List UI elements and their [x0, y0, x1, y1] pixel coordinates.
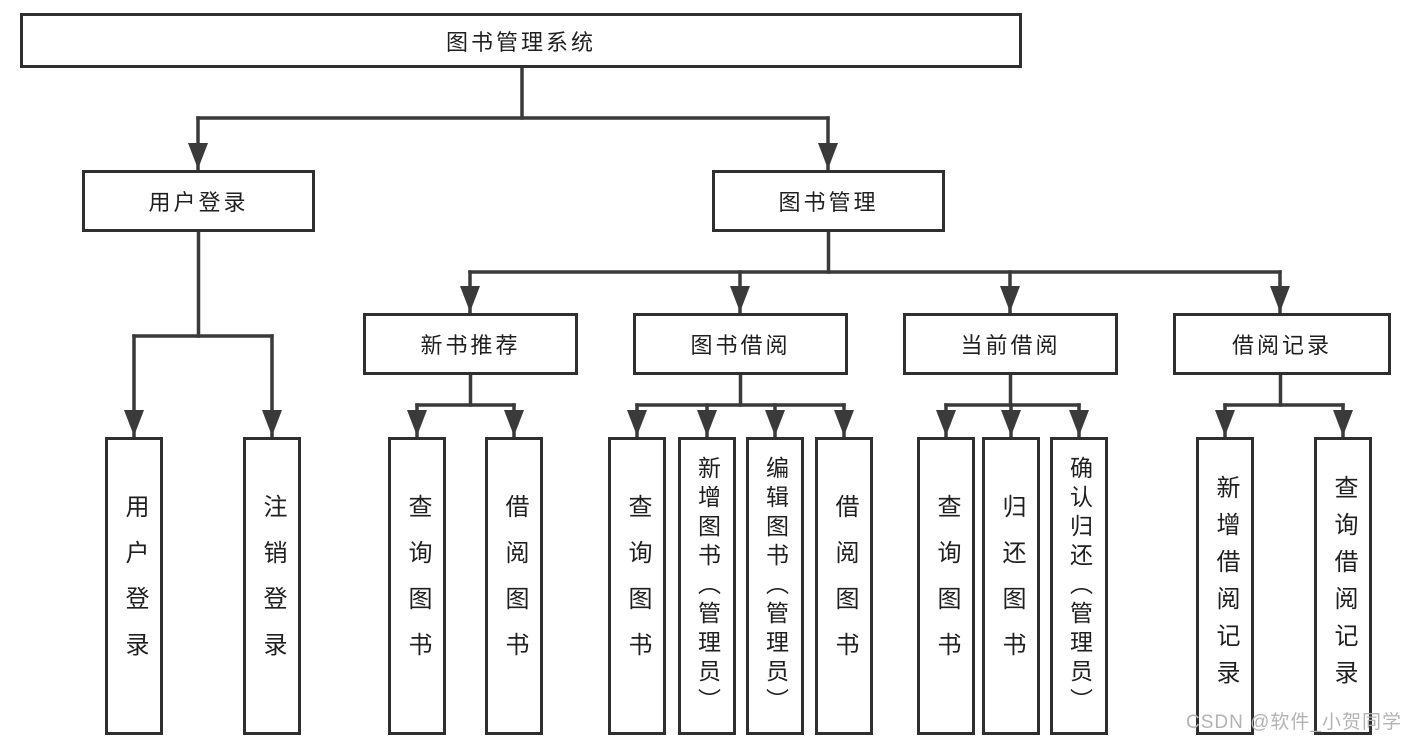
leaf-br-query-record-label: 查询借阅记录: [1330, 475, 1357, 697]
watermark: CSDN @软件_小贺同学: [1186, 712, 1402, 733]
leaf-br-add-record-label: 新增借阅记录: [1212, 475, 1239, 697]
leaf-cb-return-books: 归还图书: [982, 437, 1040, 735]
leaf-bb-query-books: 查询图书: [608, 437, 666, 735]
borrowing-records-node-label: 借阅记录: [1231, 333, 1332, 358]
leaf-br-add-record: 新增借阅记录: [1196, 437, 1254, 735]
book-borrowing-node: 图书借阅: [633, 313, 848, 375]
current-borrowing-node: 当前借阅: [903, 313, 1118, 375]
root-node: 图书管理系统: [20, 13, 1022, 68]
new-books-node-label: 新书推荐: [420, 333, 521, 358]
root-node-label: 图书管理系统: [445, 29, 596, 55]
book-management-node: 图书管理: [712, 170, 945, 232]
leaf-bb-borrow-books-label: 借阅图书: [831, 494, 858, 678]
user-login-node-label: 用户登录: [148, 190, 249, 215]
leaf-logout-label: 注销登录: [259, 494, 286, 678]
leaf-cb-return-books-label: 归还图书: [998, 494, 1025, 678]
user-login-node: 用户登录: [82, 170, 315, 232]
leaf-cb-confirm-return-admin-label: 确认归还（管理员）: [1066, 455, 1093, 717]
leaf-nb-query-books-label: 查询图书: [404, 494, 431, 678]
book-management-node-label: 图书管理: [778, 190, 879, 215]
leaf-cb-query-books: 查询图书: [917, 437, 975, 735]
borrowing-records-node: 借阅记录: [1173, 313, 1391, 375]
leaf-bb-edit-books-admin-label: 编辑图书（管理员）: [762, 455, 789, 717]
leaf-nb-borrow-books: 借阅图书: [485, 437, 543, 735]
leaf-bb-edit-books-admin: 编辑图书（管理员）: [746, 437, 804, 735]
new-books-node: 新书推荐: [363, 313, 578, 375]
leaf-logout: 注销登录: [243, 437, 301, 735]
leaf-br-query-record: 查询借阅记录: [1314, 437, 1372, 735]
book-borrowing-node-label: 图书借阅: [690, 333, 791, 358]
leaf-bb-query-books-label: 查询图书: [624, 494, 651, 678]
leaf-bb-add-books-admin: 新增图书（管理员）: [678, 437, 736, 735]
leaf-user-login-label: 用户登录: [121, 494, 148, 678]
leaf-nb-query-books: 查询图书: [388, 437, 446, 735]
leaf-cb-query-books-label: 查询图书: [933, 494, 960, 678]
leaf-cb-confirm-return-admin: 确认归还（管理员）: [1050, 437, 1108, 735]
leaf-user-login: 用户登录: [105, 437, 163, 735]
current-borrowing-node-label: 当前借阅: [960, 333, 1061, 358]
leaf-bb-add-books-admin-label: 新增图书（管理员）: [694, 455, 721, 717]
leaf-nb-borrow-books-label: 借阅图书: [501, 494, 528, 678]
leaf-bb-borrow-books: 借阅图书: [815, 437, 873, 735]
